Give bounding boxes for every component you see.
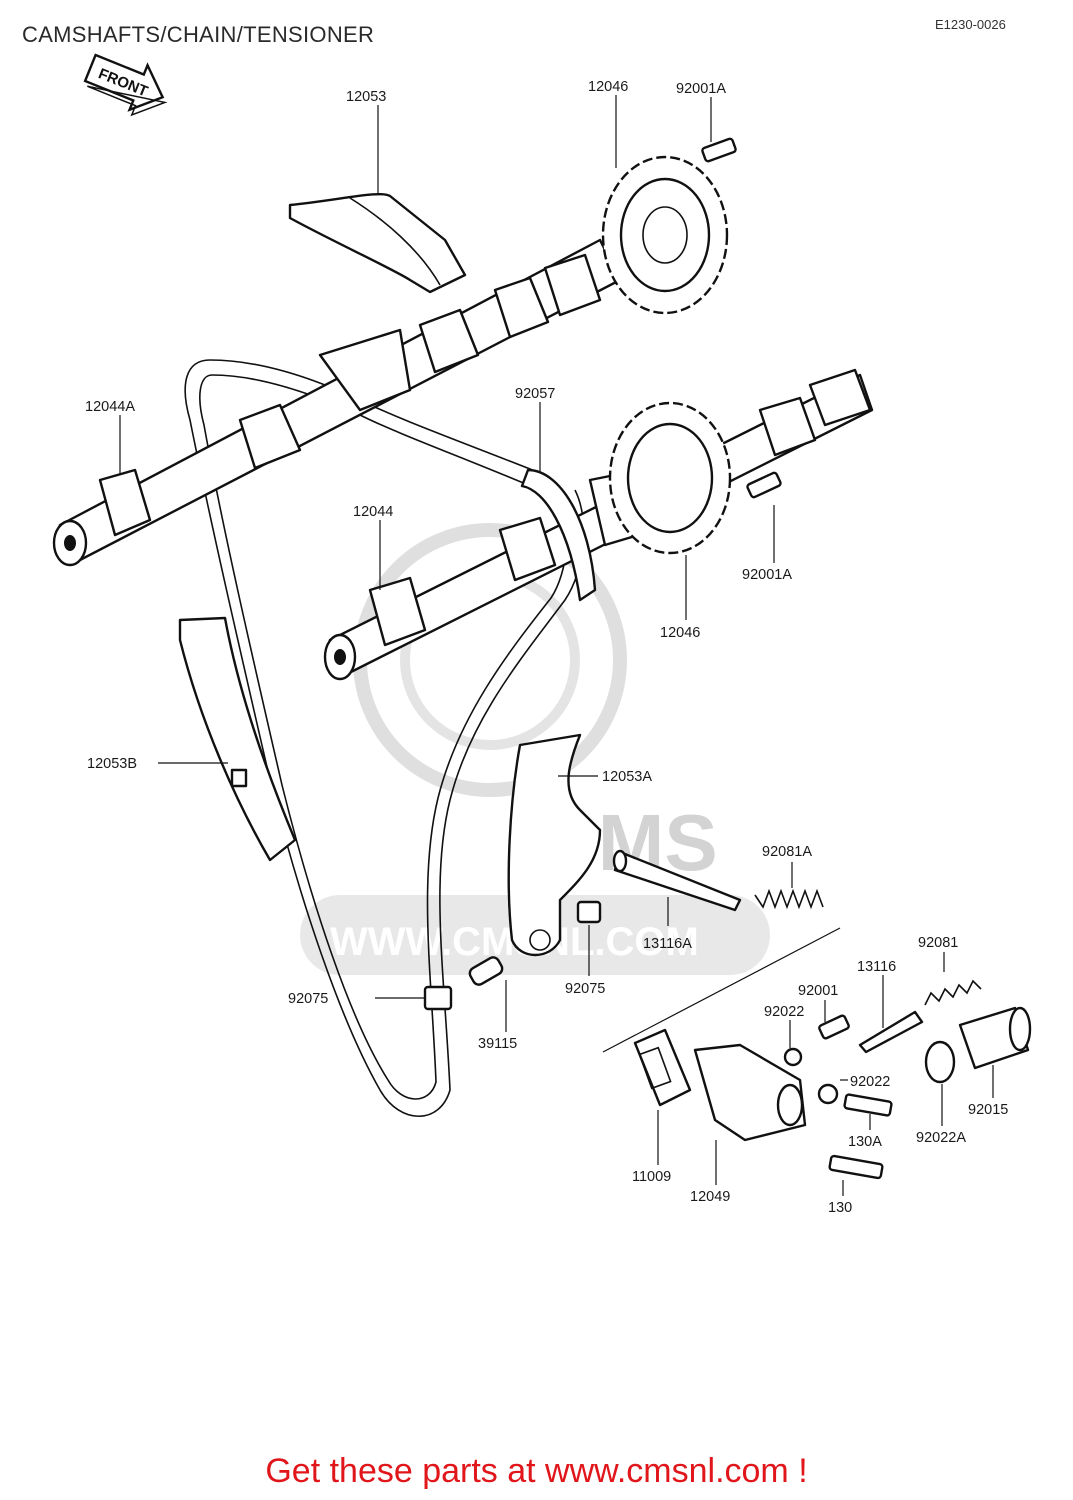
part-12053-guide	[288, 192, 467, 294]
part-39115-pin	[468, 956, 504, 986]
part-11009-gasket	[633, 1028, 692, 1107]
part-13116-rod	[858, 1010, 924, 1054]
part-label: 12044A	[85, 399, 135, 415]
part-label: 12044	[353, 504, 393, 520]
part-label: 12046	[588, 79, 628, 95]
part-92001-bolt	[818, 1014, 850, 1040]
part-label: 39115	[478, 1036, 517, 1052]
exploded-diagram: CMS WWW.CMSNL.COM FRONT	[52, 53, 1032, 1216]
part-label: 130A	[848, 1134, 882, 1150]
part-label: 92081	[918, 935, 958, 951]
part-label: 12046	[660, 625, 700, 641]
part-label: 12053B	[87, 756, 137, 772]
part-12046-lower-sprocket	[608, 401, 732, 555]
part-label: 92081A	[762, 844, 812, 860]
part-label: 92075	[565, 981, 605, 997]
part-130A-bolt	[843, 1093, 893, 1117]
bolt-92001A-upper	[701, 137, 737, 163]
part-12049-tensioner-body	[693, 1043, 807, 1142]
part-92015-cap	[958, 1006, 1032, 1070]
part-labels: 12053 12046 92001A 12044A 92057 12044 92…	[85, 79, 1008, 1216]
part-92057-chain-link	[520, 468, 597, 602]
part-label: 92001A	[742, 567, 792, 583]
part-92022-washer-b	[817, 1083, 839, 1105]
part-label: 92001	[798, 983, 838, 999]
part-130-bolt	[828, 1154, 884, 1180]
part-label: 12053	[346, 89, 386, 105]
tensioner-assembly-frame	[602, 927, 841, 1053]
part-label: 92075	[288, 991, 328, 1007]
part-label: 92015	[968, 1102, 1008, 1118]
part-label: 92057	[515, 386, 555, 402]
part-92081A-spring	[754, 888, 824, 910]
part-12044A-camshaft	[52, 238, 622, 567]
part-92075-collar-b	[423, 985, 453, 1011]
part-label: 92022	[764, 1004, 804, 1020]
part-label: 12053A	[602, 769, 652, 785]
part-12046-upper-sprocket	[601, 155, 729, 315]
bolt-92001A-lower	[746, 471, 782, 499]
part-12044-camshaft	[323, 368, 874, 681]
part-12053B-guide	[178, 616, 297, 862]
part-label: 130	[828, 1200, 852, 1216]
part-label: 11009	[632, 1169, 671, 1185]
leader-lines	[119, 95, 994, 1196]
part-12053A-tensioner-arm	[507, 733, 602, 957]
part-92022-washer-a	[783, 1047, 803, 1067]
part-92022A-washer	[924, 1040, 956, 1084]
part-label: 13116A	[643, 936, 692, 952]
front-arrow-icon: FRONT	[83, 53, 168, 117]
part-13116A-rod	[612, 849, 742, 912]
page-title: CAMSHAFTS/CHAIN/TENSIONER	[22, 22, 375, 47]
part-label: 12049	[690, 1189, 730, 1205]
part-label: 13116	[857, 959, 896, 975]
part-label: 92001A	[676, 81, 726, 97]
footer-cta[interactable]: Get these parts at www.cmsnl.com !	[265, 1452, 808, 1490]
part-label: 92022A	[916, 1130, 966, 1146]
part-92081-spring	[924, 979, 982, 1006]
part-92075-collar-a	[576, 900, 602, 924]
timing-chain	[184, 359, 585, 1117]
part-label: 92022	[850, 1074, 890, 1090]
diagram-code: E1230-0026	[935, 17, 1006, 32]
